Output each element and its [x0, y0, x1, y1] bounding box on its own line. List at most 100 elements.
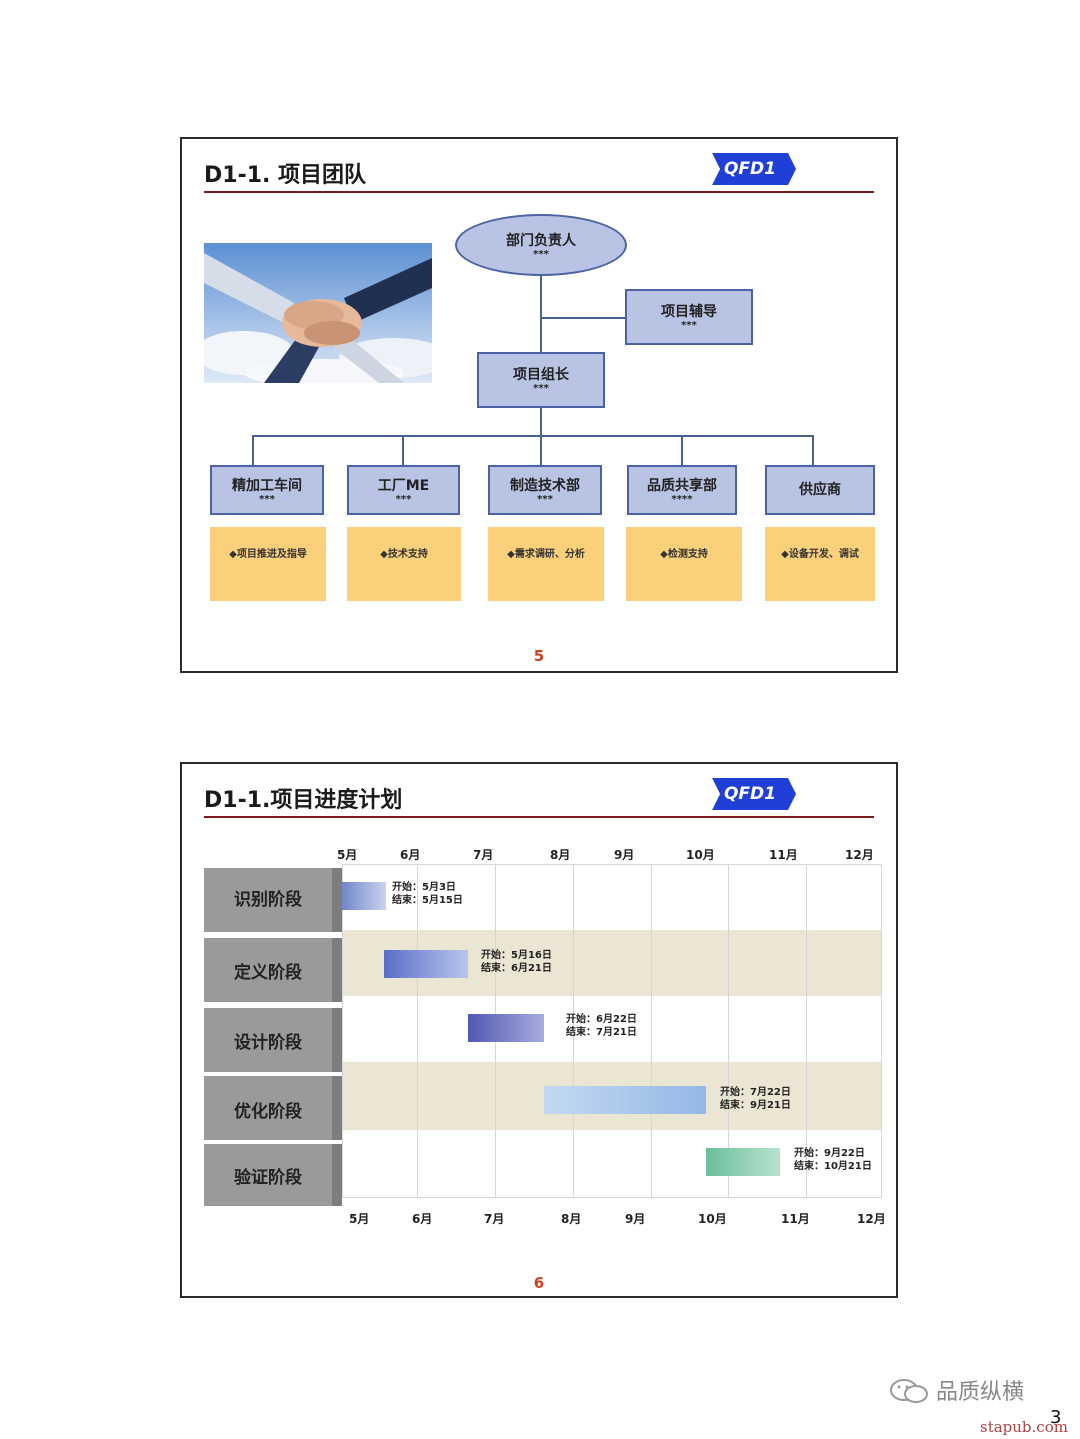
bar-label: 开始：7月22日 结束：9月21日 — [720, 1086, 791, 1112]
gantt-bar — [468, 1014, 544, 1042]
grid-line — [728, 864, 729, 1198]
month-label: 12月 — [857, 1212, 886, 1226]
wechat-icon — [890, 1379, 928, 1403]
gantt-bar — [706, 1148, 780, 1176]
phase-side — [332, 938, 342, 1002]
dept-node: 供应商 — [765, 465, 875, 515]
page-number: 5 — [533, 647, 545, 665]
grid-line — [342, 1197, 882, 1198]
dept-node: 品质共享部 **** — [627, 465, 737, 515]
grid-line — [342, 864, 343, 1198]
bar-start: 开始：9月22日 — [794, 1148, 865, 1159]
teamwork-hands-photo — [204, 243, 432, 383]
connector-line — [681, 435, 683, 465]
dept-node: 工厂ME *** — [347, 465, 460, 515]
bar-end: 结束：10月21日 — [794, 1161, 872, 1172]
month-label: 12月 — [845, 848, 874, 862]
phase-label: 设计阶段 — [204, 1008, 332, 1072]
bar-label: 开始：6月22日 结束：7月21日 — [566, 1013, 637, 1039]
bar-end: 结束：5月15日 — [392, 895, 463, 906]
duty-box: ◆技术支持 — [347, 527, 461, 601]
duty-box: ◆需求调研、分析 — [488, 527, 604, 601]
node-sub: *** — [537, 494, 553, 505]
dept-node: 制造技术部 *** — [488, 465, 602, 515]
grid-line — [342, 864, 882, 865]
month-label: 10月 — [686, 848, 715, 862]
month-label: 8月 — [550, 848, 571, 862]
bar-end: 结束：6月21日 — [481, 963, 552, 974]
gantt-grid: 开始：5月3日 结束：5月15日 开始：5月16日 结束：6月21日 开始：6月… — [342, 864, 882, 1198]
slide-project-schedule: D1-1.项目进度计划 QFD1 5月 6月 7月 8月 9月 10月 11月 … — [180, 762, 898, 1298]
node-sub: *** — [533, 249, 549, 260]
grid-line — [806, 864, 807, 1198]
slide-title: D1-1.项目进度计划 — [204, 788, 403, 813]
bar-end: 结束：9月21日 — [720, 1100, 791, 1111]
month-label: 7月 — [484, 1212, 505, 1226]
site-watermark: stapub.com — [980, 1418, 1068, 1436]
page-number: 6 — [533, 1274, 545, 1292]
month-label: 6月 — [400, 848, 421, 862]
gantt-bar — [384, 950, 468, 978]
connector-line — [252, 435, 254, 465]
node-title: 精加工车间 — [232, 478, 302, 494]
month-label: 6月 — [412, 1212, 433, 1226]
phase-label: 优化阶段 — [204, 1076, 332, 1140]
phase-side — [332, 1008, 342, 1072]
qfd-logo: QFD1 — [704, 153, 796, 185]
phase-label: 识别阶段 — [204, 868, 332, 932]
month-label: 9月 — [625, 1212, 646, 1226]
connector-line — [252, 435, 814, 437]
node-title: 制造技术部 — [510, 478, 580, 494]
connector-line — [812, 435, 814, 465]
connector-line — [402, 435, 404, 465]
phase-side — [332, 1076, 342, 1140]
bar-start: 开始：7月22日 — [720, 1087, 791, 1098]
bar-label: 开始：5月16日 结束：6月21日 — [481, 949, 552, 975]
qfd-logo-text: QFD1 — [723, 784, 776, 804]
gantt-bar — [544, 1086, 706, 1114]
month-label: 5月 — [349, 1212, 370, 1226]
grid-line — [417, 864, 418, 1198]
phase-side — [332, 868, 342, 932]
node-sub: *** — [533, 383, 549, 394]
month-label: 11月 — [769, 848, 798, 862]
grid-line — [651, 864, 652, 1198]
node-sub: *** — [681, 320, 697, 331]
node-title: 供应商 — [799, 482, 841, 498]
gantt-bar — [342, 882, 386, 910]
month-label: 11月 — [781, 1212, 810, 1226]
dept-node: 精加工车间 *** — [210, 465, 324, 515]
duty-box: ◆项目推进及指导 — [210, 527, 326, 601]
project-leader-node: 项目组长 *** — [477, 352, 605, 408]
bar-start: 开始：5月16日 — [481, 950, 552, 961]
node-sub: *** — [259, 494, 275, 505]
grid-line — [881, 864, 882, 1198]
bar-end: 结束：7月21日 — [566, 1027, 637, 1038]
page-corner-number: 3 — [1050, 1407, 1062, 1428]
project-advisor-node: 项目辅导 *** — [625, 289, 753, 345]
node-title: 部门负责人 — [506, 233, 576, 249]
phase-label: 定义阶段 — [204, 938, 332, 1002]
dept-head-node: 部门负责人 *** — [455, 214, 627, 276]
watermark-text: 品质纵横 — [936, 1380, 1025, 1405]
node-title: 项目辅导 — [661, 304, 717, 320]
slide-project-team: D1-1. 项目团队 QFD1 部 — [180, 137, 898, 673]
duty-box: ◆检测支持 — [626, 527, 742, 601]
connector-line — [540, 317, 626, 319]
title-divider — [204, 191, 874, 193]
month-label: 5月 — [337, 848, 358, 862]
slide-title: D1-1. 项目团队 — [204, 163, 367, 188]
duty-box: ◆设备开发、调试 — [765, 527, 875, 601]
node-sub: **** — [671, 494, 693, 505]
connector-line — [540, 435, 542, 465]
bar-start: 开始：6月22日 — [566, 1014, 637, 1025]
node-sub: *** — [395, 494, 412, 505]
bar-label: 开始：5月3日 结束：5月15日 — [392, 881, 463, 907]
month-label: 8月 — [561, 1212, 582, 1226]
qfd-logo: QFD1 — [704, 778, 796, 810]
grid-line — [573, 864, 574, 1198]
bar-label: 开始：9月22日 结束：10月21日 — [794, 1147, 872, 1173]
title-divider — [204, 816, 874, 818]
phase-label: 验证阶段 — [204, 1144, 332, 1206]
phase-side — [332, 1144, 342, 1206]
